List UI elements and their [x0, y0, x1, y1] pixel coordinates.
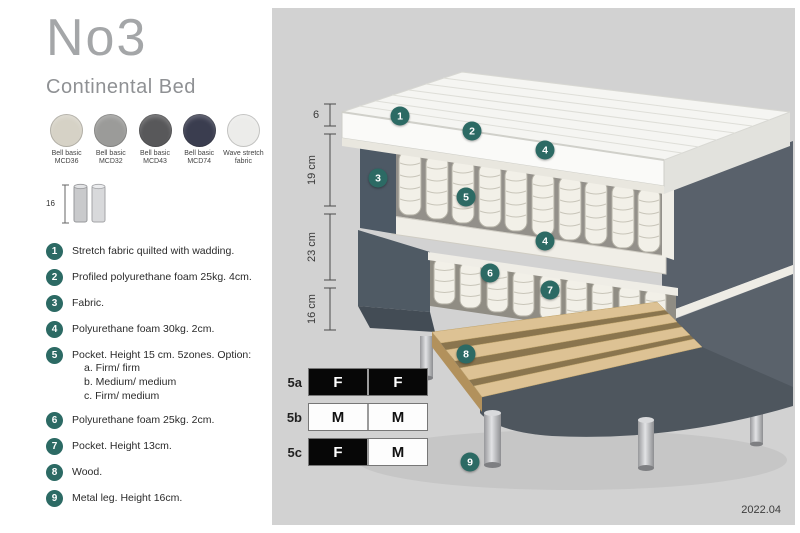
- firmness-cell: F: [309, 439, 367, 465]
- fabric-swatch-circle: [50, 114, 84, 147]
- product-title: No3: [46, 9, 148, 67]
- part-badge-1: 1: [390, 106, 410, 126]
- legend-text: Pocket. Height 13cm.: [72, 440, 172, 453]
- part-badge-8: 8: [456, 344, 476, 364]
- legend-text: Pocket. Height 15 cm. 5zones. Option:a. …: [72, 348, 252, 402]
- legend-number-badge: 6: [46, 412, 63, 430]
- fabric-swatch-circle: [226, 114, 260, 147]
- legend-number-badge: 1: [46, 242, 63, 260]
- legend-number-badge: 3: [46, 294, 63, 312]
- fabric-swatch-label: Bell basic MCD32: [95, 150, 126, 166]
- legend-number-badge: 8: [46, 464, 63, 482]
- legend-number-badge: 4: [46, 320, 63, 338]
- fabric-swatch-row: Bell basic MCD36 Bell basic MCD32 Bell bas…: [46, 114, 264, 167]
- floor-shadow: [357, 430, 787, 490]
- fabric-swatch: Wave stretch fabric: [223, 114, 264, 167]
- bed-cutaway-illustration: [324, 71, 793, 490]
- firmness-cell: M: [309, 404, 367, 430]
- legend-text: Profiled polyurethane foam 25kg. 4cm.: [72, 270, 252, 283]
- parts-legend: 1 Stretch fabric quilted with wadding. 2 Pr…: [46, 242, 266, 508]
- legend-text: Polyurethane foam 25kg. 2cm.: [72, 414, 215, 427]
- part-badge-5: 5: [456, 187, 476, 207]
- fabric-swatch: Bell basic MCD32: [90, 114, 131, 167]
- fabric-swatch-circle: [182, 114, 216, 147]
- legend-number-badge: 9: [46, 490, 63, 508]
- legend-text: Wood.: [72, 466, 103, 479]
- part-badge-6: 6: [480, 263, 500, 283]
- version-stamp: 2022.04: [741, 504, 781, 516]
- fabric-swatch-label: Bell basic MCD74: [184, 150, 215, 166]
- firmness-row-label: 5c: [287, 444, 302, 460]
- dimension-label: 16 cm: [306, 294, 318, 324]
- lower-box-front: [480, 347, 793, 437]
- legend-item: 2 Profiled polyurethane foam 25kg. 4cm.: [46, 268, 266, 286]
- legend-subtext: b. Medium/ medium: [84, 376, 177, 389]
- product-subtitle: Continental Bed: [46, 76, 196, 98]
- legend-subtext: a. Firm/ firm: [84, 362, 140, 375]
- legend-item: 5 Pocket. Height 15 cm. 5zones. Option:a.…: [46, 346, 266, 404]
- firmness-cell: F: [309, 369, 367, 395]
- top-mattress: [341, 71, 791, 194]
- firmness-row-label: 5a: [287, 374, 302, 390]
- legend-text: Fabric.: [72, 296, 105, 309]
- legend-item: 3 Fabric.: [46, 294, 266, 312]
- legend-item: 1 Stretch fabric quilted with wadding.: [46, 242, 266, 260]
- dimension-label: 19 cm: [306, 155, 318, 185]
- part-badge-3: 3: [368, 168, 388, 188]
- fabric-swatch: Bell basic MCD36: [46, 114, 87, 167]
- legend-item: 4 Polyurethane foam 30kg. 2cm.: [46, 320, 266, 338]
- legend-number-badge: 2: [46, 268, 63, 286]
- leg-height-icon-row: 16: [46, 181, 266, 227]
- firmness-row-label: 5b: [286, 409, 302, 425]
- fabric-swatch-circle: [94, 114, 128, 147]
- legend-number-badge: 5: [46, 346, 63, 364]
- legend-subtext: c. Firm/ medium: [84, 389, 160, 402]
- legend-text: Metal leg. Height 16cm.: [72, 492, 183, 505]
- dimension-label: 6: [312, 109, 320, 121]
- fabric-swatch: Bell basic MCD74: [179, 114, 220, 167]
- legend-number-badge: 7: [46, 438, 63, 456]
- lower-box-left-fabric: [358, 230, 435, 332]
- firmness-cell: F: [369, 369, 427, 395]
- metal-leg-front: [484, 410, 654, 471]
- legend-text: Polyurethane foam 30kg. 2cm.: [72, 322, 215, 335]
- upper-pocket-springs: [360, 146, 674, 275]
- fabric-swatch-label: Wave stretch fabric: [223, 150, 264, 166]
- part-badge-4: 4: [535, 231, 555, 251]
- fabric-swatch: Bell basic MCD43: [134, 114, 175, 167]
- legend-item: 8 Wood.: [46, 464, 266, 482]
- legend-item: 7 Pocket. Height 13cm.: [46, 438, 266, 456]
- dimension-brackets: [324, 103, 336, 331]
- fabric-swatch-label: Bell basic MCD36: [51, 150, 82, 166]
- legend-text: Stretch fabric quilted with wadding.: [72, 244, 235, 257]
- legend-item: 6 Polyurethane foam 25kg. 2cm.: [46, 412, 266, 430]
- wood-slat-base: [431, 301, 703, 412]
- fabric-swatch-circle: [138, 114, 172, 147]
- fabric-swatch-label: Bell basic MCD43: [140, 150, 170, 166]
- legend-item: 9 Metal leg. Height 16cm.: [46, 490, 266, 508]
- leg-height-label: 16: [46, 199, 55, 209]
- dimension-label: 23 cm: [306, 232, 318, 262]
- part-badge-9: 9: [460, 452, 480, 472]
- part-badge-7: 7: [540, 280, 560, 300]
- part-badge-2: 2: [462, 121, 482, 141]
- firmness-cell: M: [369, 439, 427, 465]
- part-badge-4: 4: [535, 140, 555, 160]
- leg-icon: [61, 183, 106, 224]
- firmness-cell: M: [369, 404, 427, 430]
